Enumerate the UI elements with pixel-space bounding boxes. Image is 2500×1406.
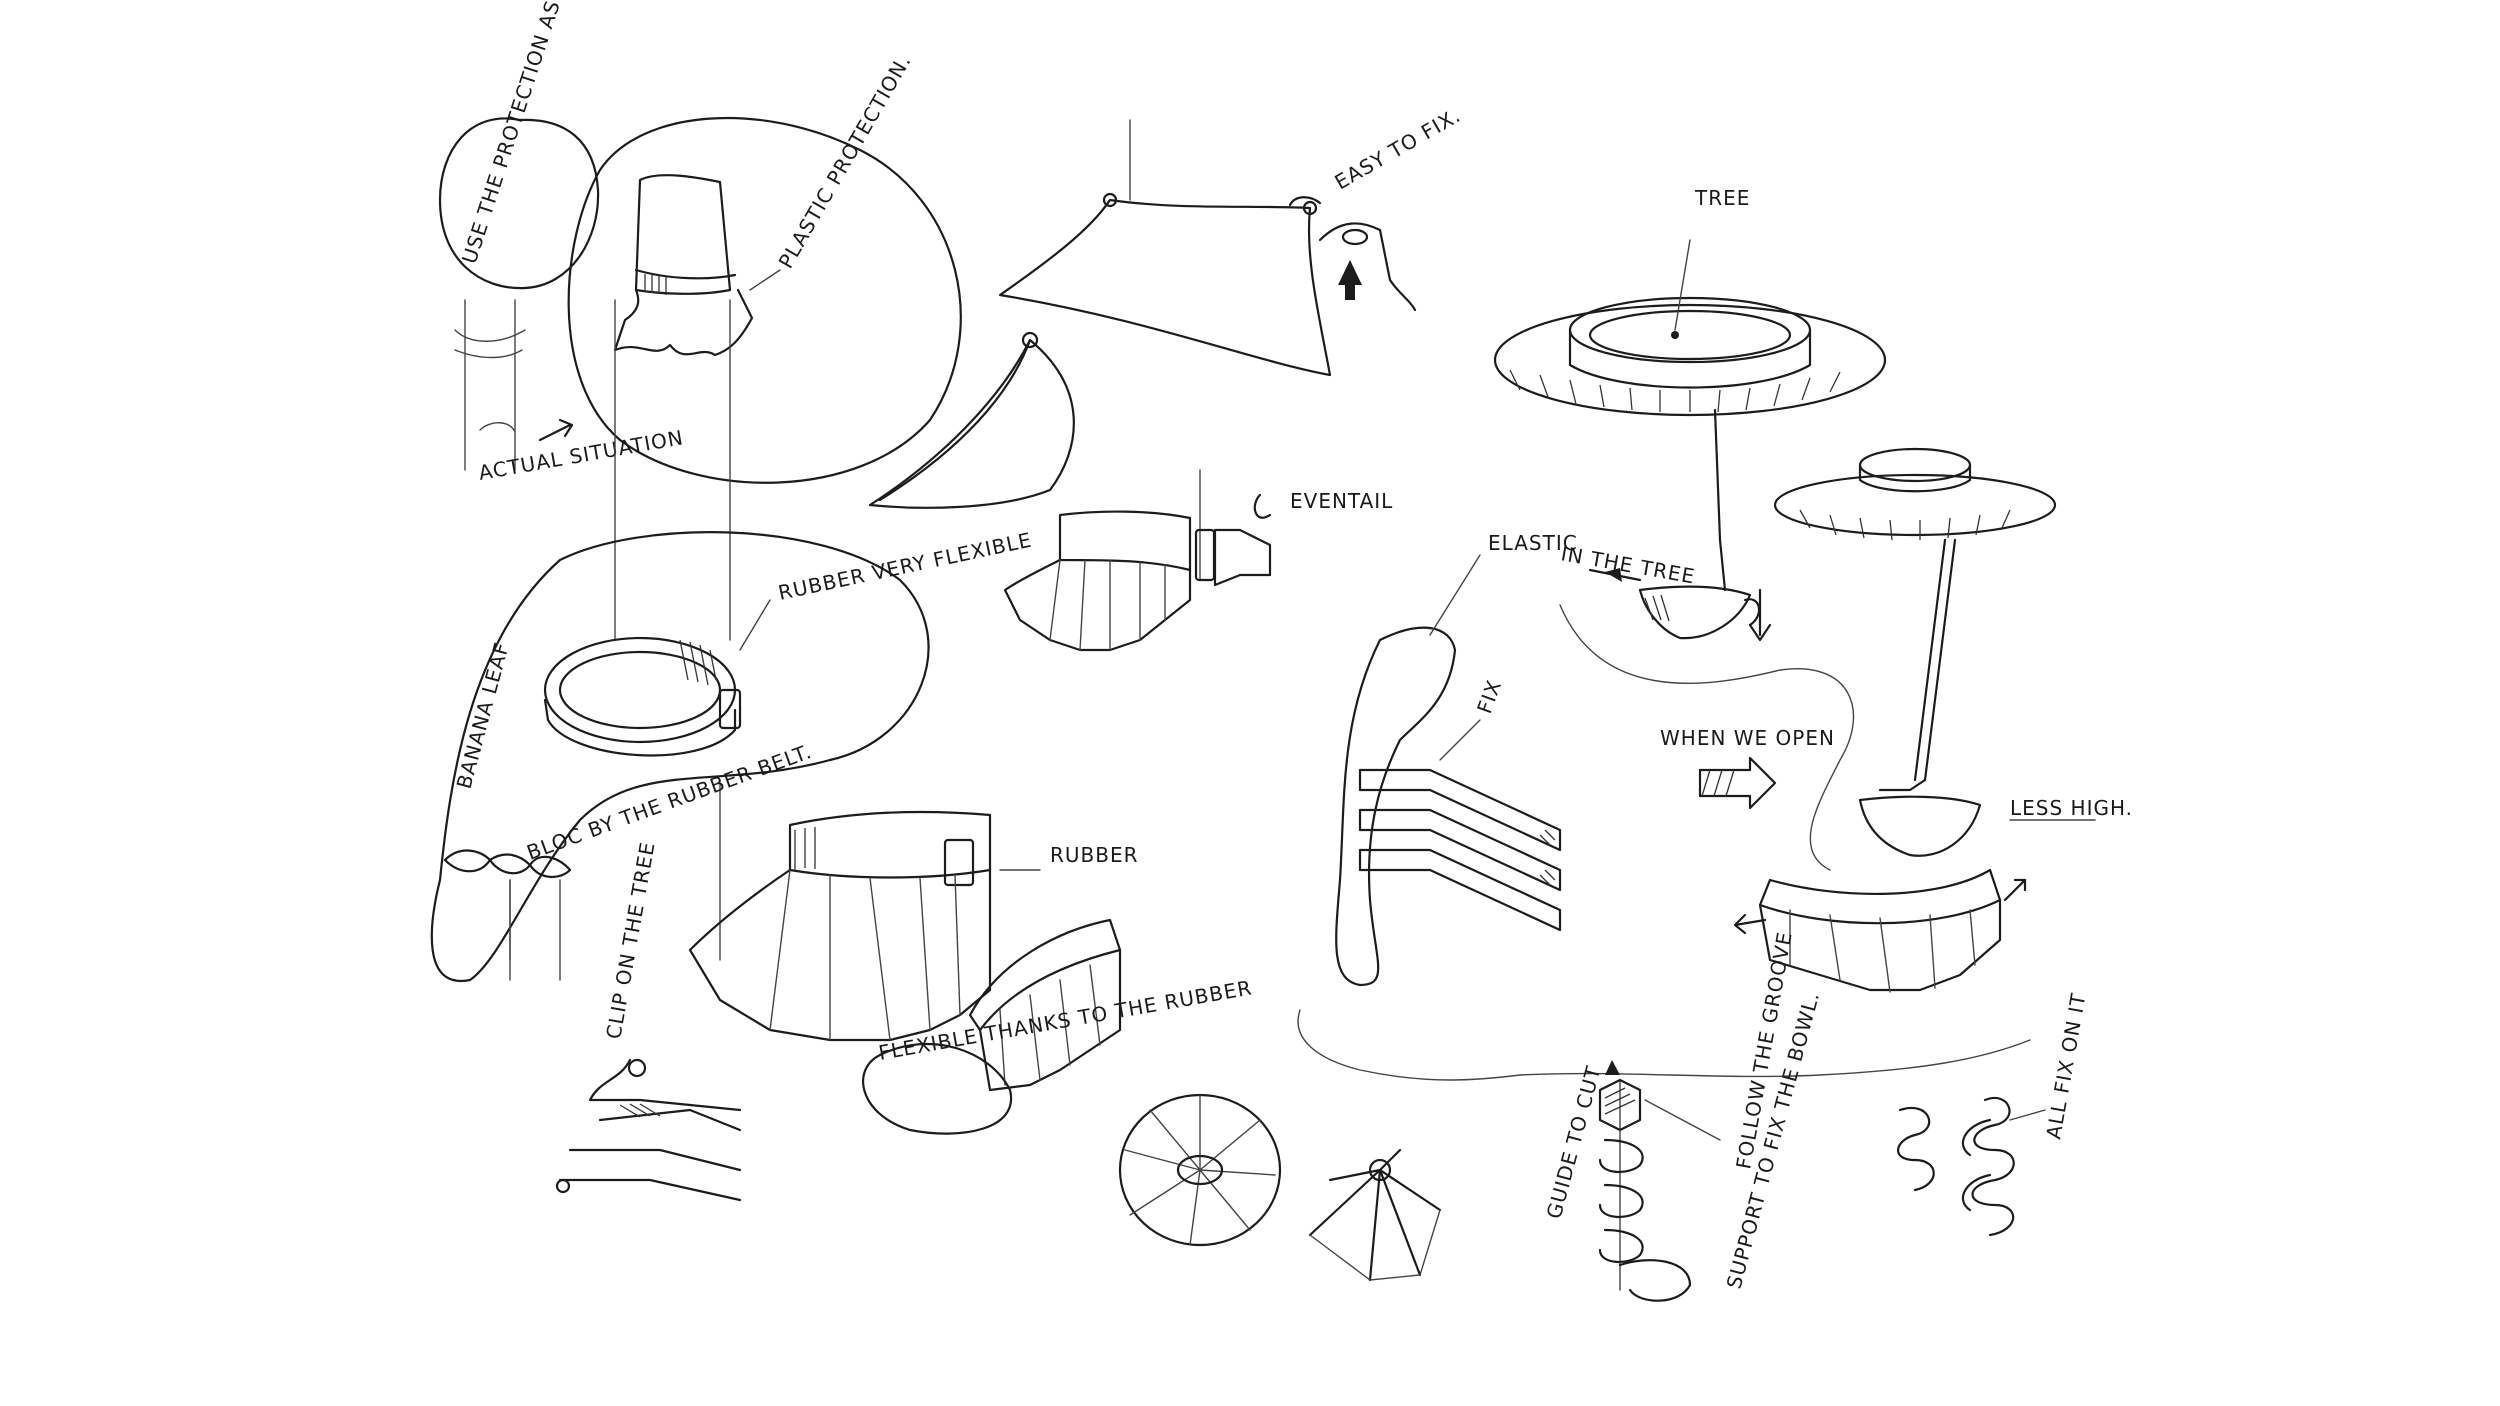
banana-leaf-wrap — [443, 849, 572, 981]
folded-triangle-panel — [868, 331, 1075, 509]
plastic-protection-label: PLASTIC PROTECTION. — [774, 50, 916, 273]
guide-to-cut-label: GUIDE TO CUT — [1542, 1063, 1606, 1221]
opened-skirt — [1733, 868, 2027, 993]
rubber-belt-ring — [543, 636, 742, 757]
rubber-very-flexible-label: RUBBER VERY FLEXIBLE — [776, 528, 1034, 605]
banana-leaf-label: BANANA LEAF — [452, 639, 514, 791]
eventail-pleated-skirt — [1003, 469, 1272, 652]
in-the-tree-label: IN THE TREE — [1559, 541, 1697, 588]
easy-to-fix-hook — [1318, 222, 1417, 312]
eventail-arrow — [1253, 493, 1272, 519]
tree-label: TREE — [1694, 186, 1750, 210]
coil-spring-small — [1897, 1107, 1935, 1192]
flexible-bubble — [862, 1042, 1013, 1135]
actual-situation-label: ACTUAL SITUATION — [477, 425, 686, 485]
folded-stack — [1358, 768, 1562, 932]
coil-spring-large — [1961, 1097, 2015, 1237]
all-fix-on-it-label: ALL FIX ON IT — [2041, 991, 2090, 1141]
eventail-label: EVENTAIL — [1290, 489, 1393, 513]
bowl-with-stand — [1773, 447, 2057, 857]
umbrella-frame-view — [1308, 1148, 1442, 1282]
elastic-flow-line — [1297, 604, 2031, 1081]
flexible-rubber-skirt — [968, 918, 1122, 1092]
actual-situation-trunk — [454, 299, 526, 471]
when-we-open-label: WHEN WE OPEN — [1660, 726, 1835, 750]
elastic-label: ELASTIC — [1488, 531, 1578, 555]
rubber-label: RUBBER — [1050, 843, 1139, 867]
rubber-belt-skirt — [688, 810, 992, 1042]
easy-to-fix-label: EASY TO FIX. — [1331, 103, 1465, 194]
bloc-by-rubber-belt-label: BLOC BY THE RUBBER BELT. — [524, 739, 816, 865]
tree-bowl-top — [1493, 296, 1887, 542]
groove-spiral — [1598, 1060, 1692, 1302]
stretched-cloth-panel — [998, 119, 1332, 377]
hanging-bowl — [1638, 538, 1761, 640]
open-arrow — [1698, 756, 1777, 810]
plastic-protection-sleeve — [613, 174, 754, 357]
down-arrow — [1748, 588, 1772, 642]
actual-situation-arrow — [538, 418, 574, 442]
umbrella-top-view — [1118, 1093, 1282, 1247]
clip-stacked-skirt — [555, 1058, 742, 1202]
fix-label: FIX — [1472, 676, 1506, 716]
rubber-belt-bubble — [430, 531, 930, 983]
plastic-protection-bubble — [567, 116, 962, 484]
bag-question-bubble — [438, 117, 600, 290]
clip-on-tree-label: CLIP ON THE TREE — [601, 840, 659, 1041]
flexible-thanks-rubber-label: FLEXIBLE THANKS TO THE RUBBER — [877, 975, 1254, 1064]
elastic-strap — [1335, 626, 1457, 987]
less-high-label: LESS HIGH. — [2010, 796, 2133, 820]
